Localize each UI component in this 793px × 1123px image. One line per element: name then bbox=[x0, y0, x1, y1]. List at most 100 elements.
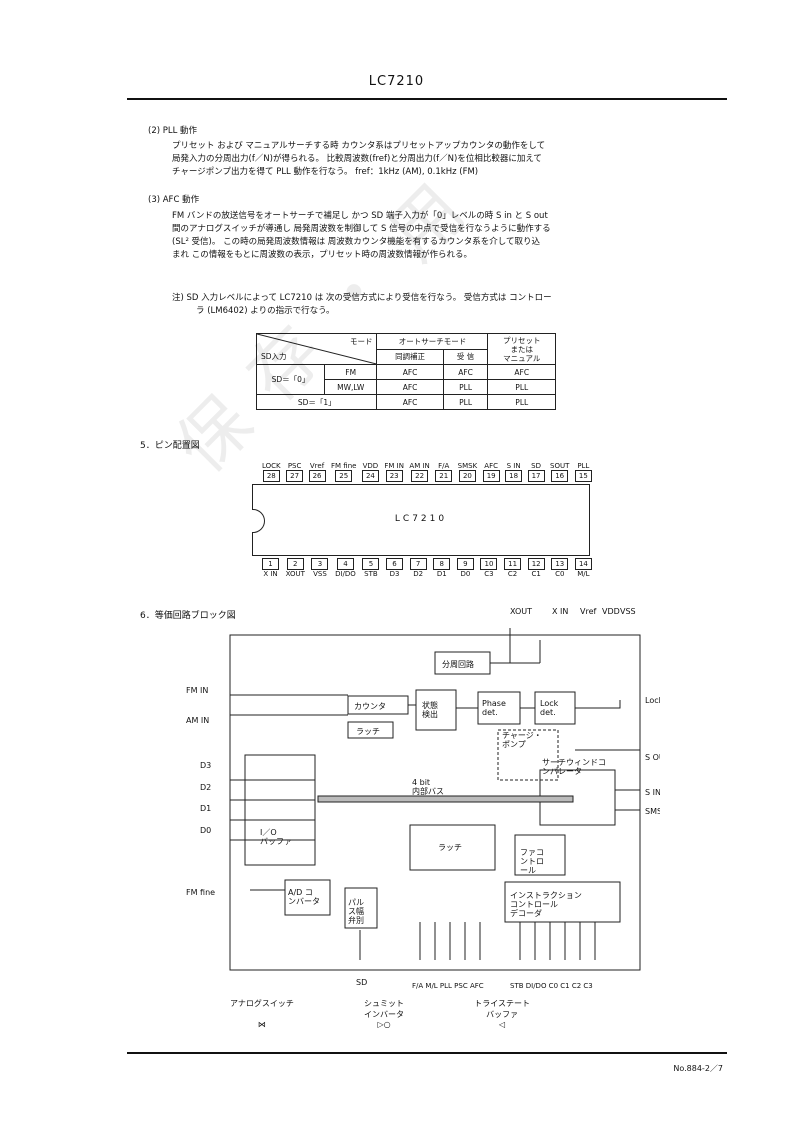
pin-label: SD bbox=[531, 462, 541, 470]
search-label: サーチウィンドコンパレータ bbox=[542, 758, 606, 776]
pin-number: 20 bbox=[458, 470, 476, 482]
pin-number: 10 bbox=[480, 558, 498, 570]
pll-heading: (2) PLL 動作 bbox=[148, 126, 198, 136]
legend-label: アナログスイッチ bbox=[230, 999, 294, 1008]
pin-label: D3 bbox=[389, 570, 400, 578]
instr-label: インストラクションコントロールデコーダ bbox=[510, 891, 582, 918]
pin-number: 28 bbox=[262, 470, 280, 482]
data-wires bbox=[230, 779, 315, 841]
pin-number: 19 bbox=[482, 470, 500, 482]
pin-number: 17 bbox=[527, 470, 545, 482]
corner-top-label: モード bbox=[349, 337, 373, 346]
document-title: LC7210 bbox=[368, 74, 425, 89]
mode-table: モード SD入力 オートサーチモード プリセット または マニュアル 同調補正 … bbox=[255, 333, 556, 410]
pin-label: S IN bbox=[506, 462, 521, 470]
afc-note: 注) SD 入力レベルによって LC7210 は 次の受信方式により受信を行なう… bbox=[172, 292, 552, 318]
pin-number: 6 bbox=[386, 558, 404, 570]
pin-number: 21 bbox=[435, 470, 453, 482]
state-label: 状態検出 bbox=[422, 700, 438, 719]
cell-sd: SD＝「1」 bbox=[255, 394, 378, 410]
afc-line: 間のアナログスイッチが導通し 局発周波数を制御して S 信号の中点で受信を行なう… bbox=[172, 224, 551, 234]
sout-label: S OUT bbox=[645, 753, 660, 762]
d0-label: D0 bbox=[200, 826, 211, 835]
pin-number: 8 bbox=[433, 558, 451, 570]
charge-box bbox=[497, 729, 559, 781]
pin-number: 9 bbox=[456, 558, 474, 570]
pin-number: 13 bbox=[551, 558, 569, 570]
cell-preset: PLL bbox=[487, 379, 556, 395]
divider-label: 分周回路 bbox=[442, 659, 474, 669]
bottom-right-label: STB DI/DO C0 C1 C2 C3 bbox=[510, 982, 593, 990]
pin-label: M/L bbox=[577, 570, 590, 578]
latch2-box bbox=[409, 824, 496, 871]
col-recv: 受 信 bbox=[442, 348, 489, 365]
pin-label: XOUT bbox=[285, 570, 305, 578]
pin-label: D0 bbox=[460, 570, 471, 578]
pin-label: PLL bbox=[577, 462, 590, 470]
afc-body: FM バンドの放送信号をオートサーチで補足し かつ SD 端子入力が「0」レベル… bbox=[172, 210, 551, 262]
pin-number: 5 bbox=[362, 558, 380, 570]
instr-box bbox=[504, 881, 621, 923]
pin-number: 2 bbox=[286, 558, 304, 570]
pin-heading: 5．ピン配置図 bbox=[140, 441, 200, 451]
pin-number: 24 bbox=[361, 470, 379, 482]
pll-line: チャージポンプ出力を得て PLL 動作を行なう。 fref：1kHz (AM),… bbox=[172, 167, 479, 177]
osc-wires bbox=[490, 628, 541, 664]
signal-wires bbox=[230, 694, 621, 716]
pin-label: AFC bbox=[484, 462, 498, 470]
cell-sd: SD＝「0」 bbox=[256, 364, 325, 395]
legend-label: トライステート バッファ bbox=[474, 999, 530, 1019]
pll-body: プリセット および マニュアルサーチする時 カウンタ系はプリセットアップカウンタ… bbox=[172, 140, 545, 179]
fmin-label: FM IN bbox=[186, 686, 208, 695]
latch1-label: ラッチ bbox=[356, 727, 380, 736]
pin-label: C3 bbox=[484, 570, 494, 578]
ic-boundary bbox=[229, 634, 641, 971]
corner-bottom-label: SD入力 bbox=[261, 352, 287, 361]
pin-number: 4 bbox=[336, 558, 354, 570]
pin-number: 12 bbox=[527, 558, 545, 570]
cell-sync: AFC bbox=[376, 394, 444, 410]
footer-rule bbox=[127, 1052, 727, 1054]
afc-line: まれ この情報をもとに周波数の表示，プリセット時の周波数情報が作られる。 bbox=[172, 250, 473, 260]
xout-label: XOUT bbox=[510, 607, 532, 616]
note-line: 注) SD 入力レベルによって LC7210 は 次の受信方式により受信を行なう… bbox=[172, 293, 552, 303]
ad-label: A/D コンバータ bbox=[288, 888, 320, 906]
legend-label: シュミット インバータ bbox=[364, 999, 405, 1019]
legend: アナログスイッチ ⋈ シュミット インバータ ▷○ トライステート バッファ ◁ bbox=[230, 998, 530, 1029]
header-rule bbox=[127, 98, 727, 100]
pin-label: SOUT bbox=[550, 462, 570, 470]
ad-box bbox=[284, 879, 331, 916]
col-sync: 同調補正 bbox=[376, 348, 444, 365]
cell-sync: AFC bbox=[376, 379, 444, 395]
pll-line: 局発入力の分周出力(f／N)が得られる。 比較周波数(fref)と分周出力(f／… bbox=[172, 154, 542, 164]
pin-label: DI/DO bbox=[335, 570, 356, 578]
pin-number: 16 bbox=[551, 470, 569, 482]
pin-number: 1 bbox=[262, 558, 279, 570]
col-preset: プリセット または マニュアル bbox=[487, 333, 556, 365]
legend-tristate-buffer: トライステート バッファ ◁ bbox=[474, 998, 530, 1029]
table-corner: モード SD入力 bbox=[255, 333, 378, 365]
table-row: SD＝「1」 AFC PLL PLL bbox=[255, 394, 556, 410]
pin-label: C0 bbox=[555, 570, 565, 578]
chip-body: LC7210 bbox=[252, 484, 590, 556]
note-line: ラ (LM6402) よりの指示で行なう。 bbox=[196, 306, 335, 316]
pin-number: 7 bbox=[409, 558, 427, 570]
d3-label: D3 bbox=[200, 761, 211, 770]
